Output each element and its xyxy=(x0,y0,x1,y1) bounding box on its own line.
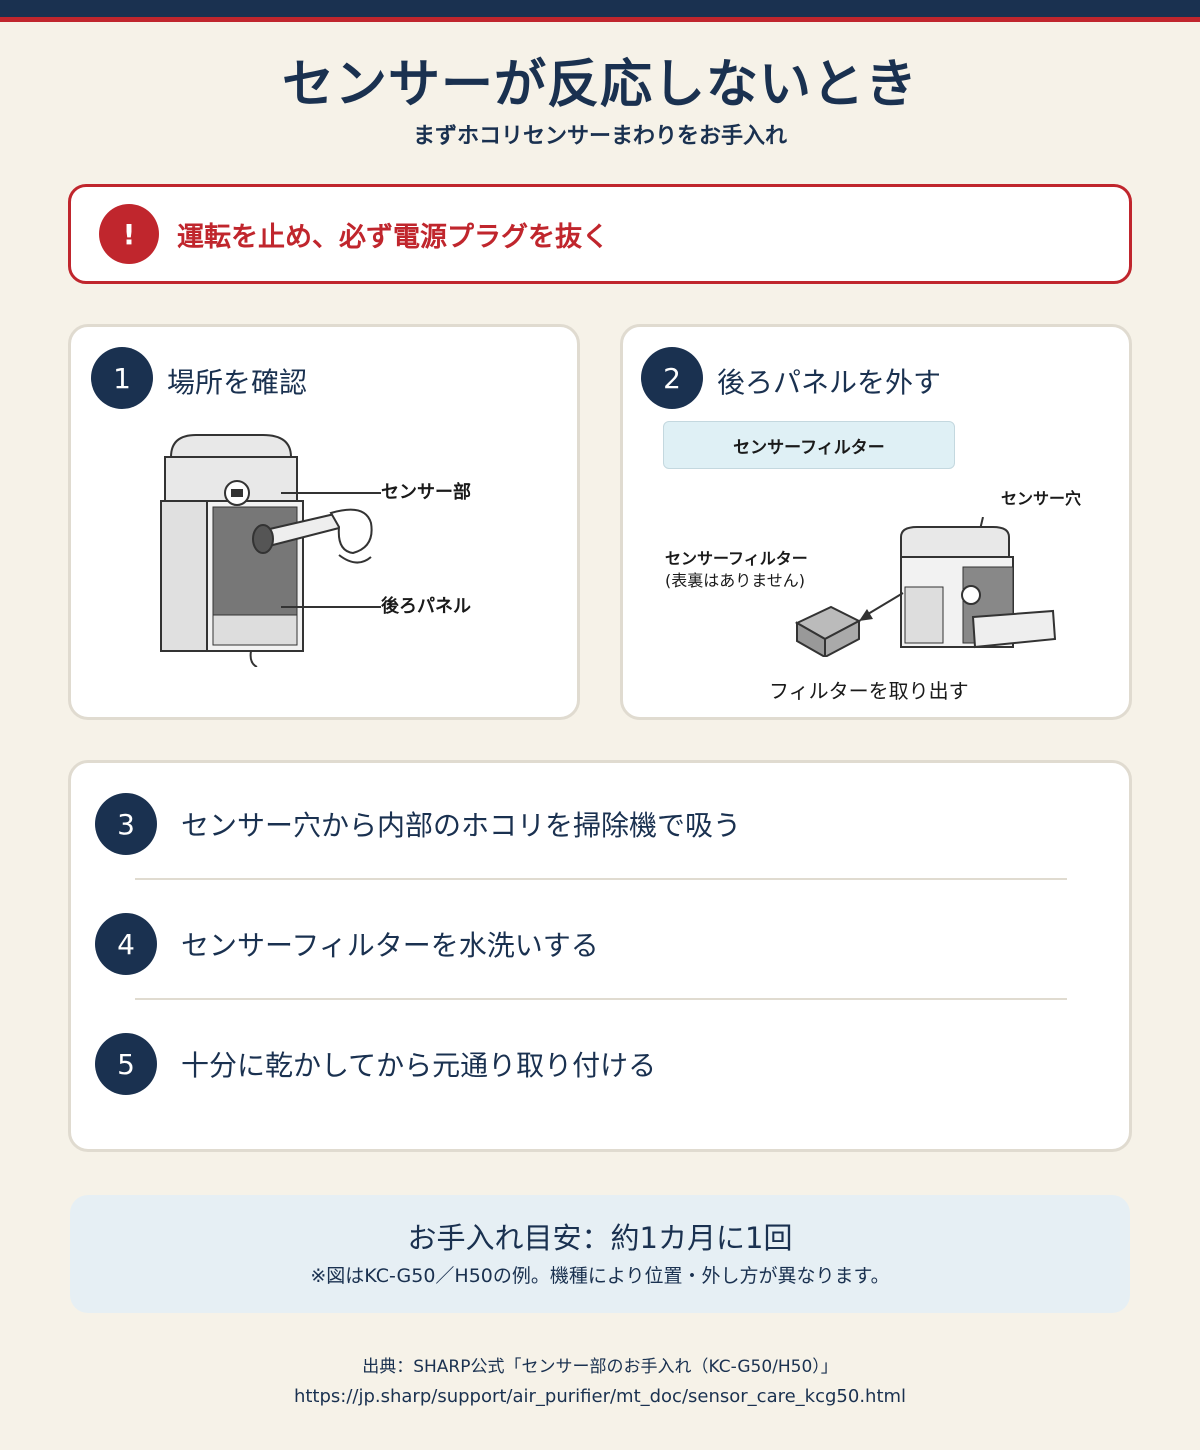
sensor-filter-tag: センサーフィルター xyxy=(663,421,955,469)
exclamation-icon: ! xyxy=(99,204,159,264)
list-item-step4: 4 センサーフィルターを水洗いする xyxy=(95,913,1105,975)
step4-text: センサーフィルターを水洗いする xyxy=(181,929,599,962)
list-item-step5: 5 十分に乾かしてから元通り取り付ける xyxy=(95,1033,1105,1095)
maintenance-interval: お手入れ目安：約1カ月に1回 xyxy=(407,1221,793,1255)
label-sensor-filter: センサーフィルター xyxy=(665,549,808,568)
warning-text: 運転を止め、必ず電源プラグを抜く xyxy=(177,221,609,253)
callout-line-panel xyxy=(281,606,381,608)
warning-box: ! 運転を止め、必ず電源プラグを抜く xyxy=(68,184,1132,284)
step4-number: 4 xyxy=(95,913,157,975)
label-back-panel: 後ろパネル xyxy=(381,596,471,617)
remove-filter-caption: フィルターを取り出す xyxy=(769,679,969,703)
model-note: ※図はKC-G50／H50の例。機種により位置・外し方が異なります。 xyxy=(310,1265,890,1287)
step5-number: 5 xyxy=(95,1033,157,1095)
divider xyxy=(135,878,1067,880)
label-sensor-hole: センサー穴 xyxy=(1001,489,1082,508)
label-sensor-part: センサー部 xyxy=(381,482,471,503)
step2-number: 2 xyxy=(641,347,703,409)
top-bar xyxy=(0,0,1200,17)
divider xyxy=(135,998,1067,1000)
page-title: センサーが反応しないとき xyxy=(281,55,918,115)
step1-title: 場所を確認 xyxy=(167,366,308,399)
list-item-step3: 3 センサー穴から内部のホコリを掃除機で吸う xyxy=(95,793,1105,855)
callout-line-sensor xyxy=(281,492,381,494)
step5-text: 十分に乾かしてから元通り取り付ける xyxy=(181,1049,657,1082)
air-purifier-illustration xyxy=(160,434,373,667)
page-subtitle: まずホコリセンサーまわりをお手入れ xyxy=(412,124,787,149)
step3-number: 3 xyxy=(95,793,157,855)
step2-title: 後ろパネルを外す xyxy=(717,366,942,399)
source-credit: 出典：SHARP公式「センサー部のお手入れ（KC-G50/H50）」 xyxy=(362,1357,838,1377)
steps-list-card: 3 センサー穴から内部のホコリを掃除機で吸う 4 センサーフィルターを水洗いする… xyxy=(68,760,1132,1152)
step3-text: センサー穴から内部のホコリを掃除機で吸う xyxy=(181,809,742,842)
step2-card: 2 後ろパネルを外す センサーフィルター センサー穴 センサーフィルター (表裏… xyxy=(620,324,1132,720)
step1-card: 1 場所を確認 センサー部 後ろパネル xyxy=(68,324,580,720)
label-filter-note: (表裏はありません) xyxy=(665,571,806,590)
maintenance-note: お手入れ目安：約1カ月に1回 ※図はKC-G50／H50の例。機種により位置・外… xyxy=(70,1195,1130,1313)
top-bar-accent xyxy=(0,17,1200,22)
source-url: https://jp.sharp/support/air_purifier/mt… xyxy=(293,1386,907,1407)
step1-number: 1 xyxy=(91,347,153,409)
filter-removal-illustration xyxy=(794,517,1057,657)
